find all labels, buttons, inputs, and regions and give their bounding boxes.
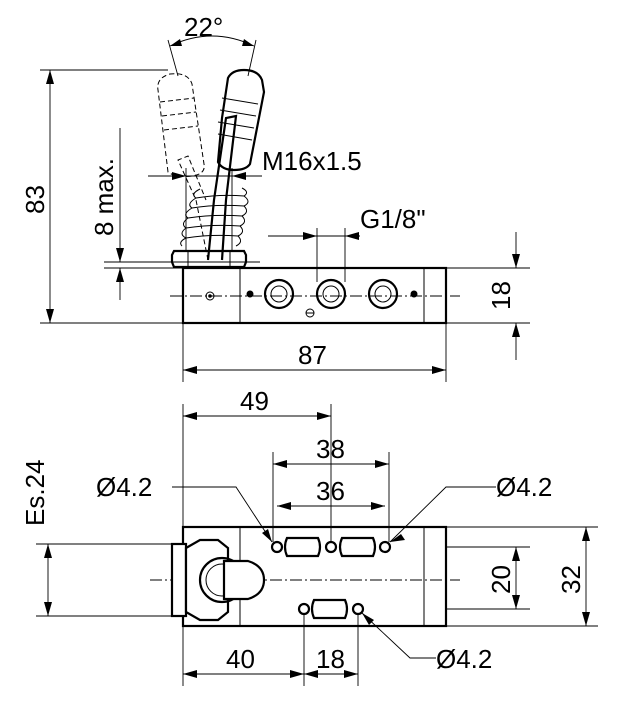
wrench-label: Es.24 (20, 460, 50, 527)
port-right (367, 278, 399, 310)
angle-dimension: 22° (167, 12, 257, 77)
dim-38: 38 (272, 434, 390, 542)
lever-active (206, 68, 266, 261)
dim-32: 32 (446, 526, 598, 627)
slot-bottom (310, 598, 349, 620)
port-label: G1/8" (360, 204, 426, 234)
hole-bottom-callout: Ø4.2 (361, 612, 492, 674)
screw-left (246, 290, 254, 298)
dim-38-label: 38 (316, 434, 345, 464)
screw-right (410, 290, 418, 298)
lever-top (170, 538, 266, 622)
thickness-label: 18 (486, 281, 516, 310)
dim-40: 40 (182, 614, 305, 686)
hole-right-callout: Ø4.2 (389, 472, 552, 543)
hole-left-label: Ø4.2 (96, 472, 152, 502)
dim-32-label: 32 (556, 565, 586, 594)
stroke-dimension: 8 max. (89, 128, 260, 300)
angle-label: 22° (184, 12, 223, 42)
height-dimension: 83 (20, 69, 183, 324)
dim-36: 36 (277, 476, 385, 510)
dim-18: 18 (304, 614, 359, 686)
dim-49: 49 (182, 386, 332, 542)
length-dimension: 87 (182, 323, 447, 382)
dim-49-label: 49 (240, 386, 269, 416)
hole-right-label: Ø4.2 (496, 472, 552, 502)
lever-tilted (157, 73, 209, 261)
length-label: 87 (298, 340, 327, 370)
slot-right (338, 536, 377, 558)
top-view: Es.24 49 38 36 (20, 386, 598, 686)
port-left (263, 278, 295, 310)
stroke-label: 8 max. (89, 158, 119, 236)
hole-left-callout: Ø4.2 (96, 472, 273, 543)
side-view: 22° 83 8 max. M16x1.5 (20, 12, 530, 382)
dim-20: 20 (446, 546, 530, 610)
dim-36-label: 36 (316, 476, 345, 506)
slot-left (283, 536, 322, 558)
port-center (315, 278, 347, 310)
dim-20-label: 20 (486, 565, 516, 594)
pivot-pin (205, 291, 215, 301)
thread-dimension: M16x1.5 (148, 146, 362, 250)
port-dimension: G1/8" (268, 204, 426, 282)
wrench-dimension: Es.24 (20, 460, 186, 617)
hole-bottom-label: Ø4.2 (436, 644, 492, 674)
height-label: 83 (20, 185, 50, 214)
dim-40-label: 40 (226, 644, 255, 674)
hole-top-right (378, 540, 392, 554)
valve-body-side (181, 266, 448, 325)
hole-top-left (270, 540, 284, 554)
dim-18-label: 18 (316, 644, 345, 674)
thickness-dimension: 18 (446, 232, 530, 360)
thread-label: M16x1.5 (262, 146, 362, 176)
